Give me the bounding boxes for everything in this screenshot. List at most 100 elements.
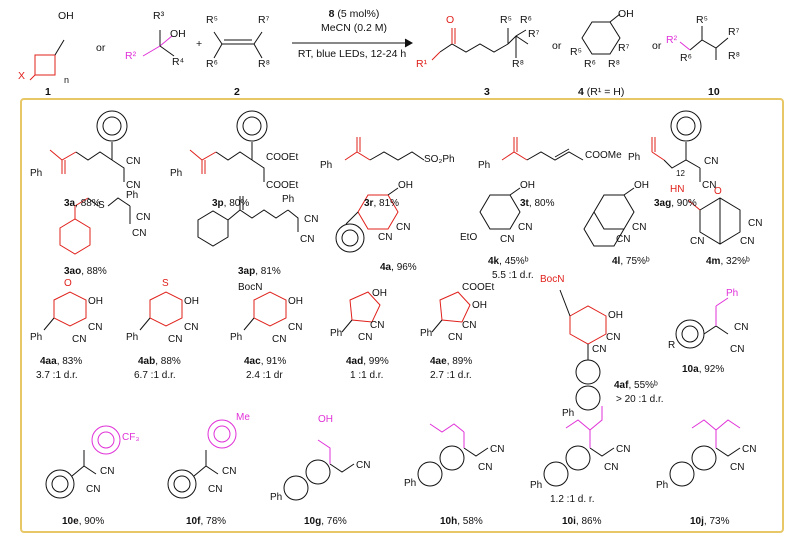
- ph-3p: Ph: [170, 168, 183, 179]
- cn-10h-2: CN: [478, 462, 493, 473]
- substrate-scope-panel: [20, 98, 784, 533]
- cn-10f-2: CN: [208, 484, 223, 495]
- or-text-1: or: [96, 42, 106, 54]
- cn-10h-1: CN: [490, 444, 505, 455]
- dr-10i: 1.2 :1 d. r.: [550, 494, 595, 505]
- cn-10i-1: CN: [616, 444, 631, 455]
- structure-10e: [45, 425, 121, 499]
- structure-3ap: [197, 196, 299, 247]
- label-4l: 4l, 75%ᵇ: [612, 256, 650, 267]
- label-3t: 3t, 80%: [520, 198, 555, 209]
- label-4k: 4k, 45%ᵇ: [488, 256, 529, 267]
- atom-r7: R⁷: [258, 14, 270, 26]
- oh-4aa: OH: [88, 296, 103, 307]
- label-3p: 3p, 80%: [212, 198, 250, 209]
- conditions-text: RT, blue LEDs, 12-24 h: [297, 48, 407, 60]
- ph-10i: Ph: [530, 480, 543, 491]
- atom-r4: R⁴: [172, 56, 185, 68]
- structure-4ad: [341, 291, 381, 333]
- oh-4af: OH: [608, 310, 623, 321]
- cf3-10e: CF₃: [122, 432, 140, 443]
- label-10h: 10h, 58%: [440, 516, 483, 527]
- cn-3ap-2: CN: [300, 234, 315, 245]
- product-10-label: 10: [708, 86, 720, 98]
- reactant-2-label: 2: [234, 86, 240, 98]
- structure-4a: [335, 187, 399, 253]
- product-10-structure: [679, 26, 729, 60]
- atom-r2-p10: R²: [666, 34, 678, 46]
- atom-o-product: O: [446, 14, 455, 26]
- label-3r: 3r, 81%: [364, 198, 400, 209]
- atom-r3: R³: [153, 10, 165, 22]
- r-10a: R: [668, 340, 676, 351]
- atom-x: X: [18, 70, 26, 82]
- label-4aa: 4aa, 83%: [40, 356, 83, 367]
- ph-3ao: Ph: [126, 190, 139, 201]
- atom-r6-p10: R⁶: [680, 52, 692, 64]
- or-text-3: or: [652, 40, 662, 52]
- cn-3ap-1: CN: [304, 214, 319, 225]
- cn-3a-1: CN: [126, 156, 141, 167]
- ph-4aa: Ph: [30, 332, 43, 343]
- label-10j: 10j, 73%: [690, 516, 730, 527]
- ph-10g: Ph: [270, 492, 283, 503]
- atom-r6-p4: R⁶: [584, 58, 596, 70]
- ph-3a: Ph: [30, 168, 43, 179]
- cn-4l-2: CN: [616, 234, 631, 245]
- label-3ap: 3ap, 81%: [238, 266, 281, 277]
- atom-r8-p3: R⁸: [512, 58, 525, 70]
- cn-4ac-2: CN: [272, 334, 287, 345]
- label-4m: 4m, 32%ᵇ: [706, 256, 750, 267]
- or-text-2: or: [552, 40, 562, 52]
- cn-10f-1: CN: [222, 466, 237, 477]
- cn-10j-2: CN: [730, 462, 745, 473]
- cn-4ad-2: CN: [358, 332, 373, 343]
- label-4ad: 4ad, 99%: [346, 356, 389, 367]
- atom-r5-p10: R⁵: [696, 14, 708, 26]
- reaction-arrow: [292, 38, 414, 48]
- atom-oh-2: OH: [170, 28, 186, 40]
- label-10g: 10g, 76%: [304, 516, 347, 527]
- bocn-4af: BocN: [540, 274, 565, 285]
- ph-3ap: Ph: [282, 194, 295, 205]
- cn-10a-1: CN: [734, 322, 749, 333]
- cn-10g: CN: [356, 460, 371, 471]
- cn-4ac-1: CN: [288, 322, 303, 333]
- label-4ae: 4ae, 89%: [430, 356, 473, 367]
- cn-4k-2: CN: [500, 234, 515, 245]
- dr-4k: 5.5 :1 d.r.: [492, 270, 534, 281]
- coome-3t: COOMe: [585, 150, 622, 161]
- label-4ac: 4ac, 91%: [244, 356, 287, 367]
- label-10e: 10e, 90%: [62, 516, 105, 527]
- cn-10i-2: CN: [604, 462, 619, 473]
- oh-4ab: OH: [184, 296, 199, 307]
- reactant-1-alt-structure: [142, 30, 175, 57]
- atom-r7-p4: R⁷: [618, 42, 630, 54]
- ph-4ae: Ph: [420, 328, 433, 339]
- oh-4ac: OH: [288, 296, 303, 307]
- dr-4ac: 2.4 :1 dr: [246, 370, 283, 381]
- oh-4k: OH: [520, 180, 535, 191]
- oh-4ad: OH: [372, 288, 387, 299]
- product-4-label: 4: [578, 86, 584, 98]
- dr-4ad: 1 :1 d.r.: [350, 370, 384, 381]
- me-10f: Me: [236, 412, 250, 423]
- atom-r8-p4: R⁸: [608, 58, 621, 70]
- coet-3p-2: COOEt: [266, 180, 299, 191]
- reactant-2-structure: [213, 31, 263, 59]
- oh-4l: OH: [634, 180, 649, 191]
- atom-r1: R¹: [416, 58, 428, 70]
- atom-r7-p10: R⁷: [728, 26, 740, 38]
- atom-r5-p3: R⁵: [500, 14, 512, 26]
- hn-4m: HN: [670, 184, 685, 195]
- structure-4af: [559, 289, 607, 411]
- s-4ab: S: [162, 278, 169, 289]
- s-3ao: S: [98, 200, 105, 211]
- product-4-structure: [581, 13, 621, 55]
- product-3-label: 3: [484, 86, 490, 98]
- structure-3a: [49, 110, 128, 182]
- label-3a: 3a, 88%: [64, 198, 101, 209]
- structure-3t: [501, 137, 584, 161]
- label-10f: 10f, 78%: [186, 516, 227, 527]
